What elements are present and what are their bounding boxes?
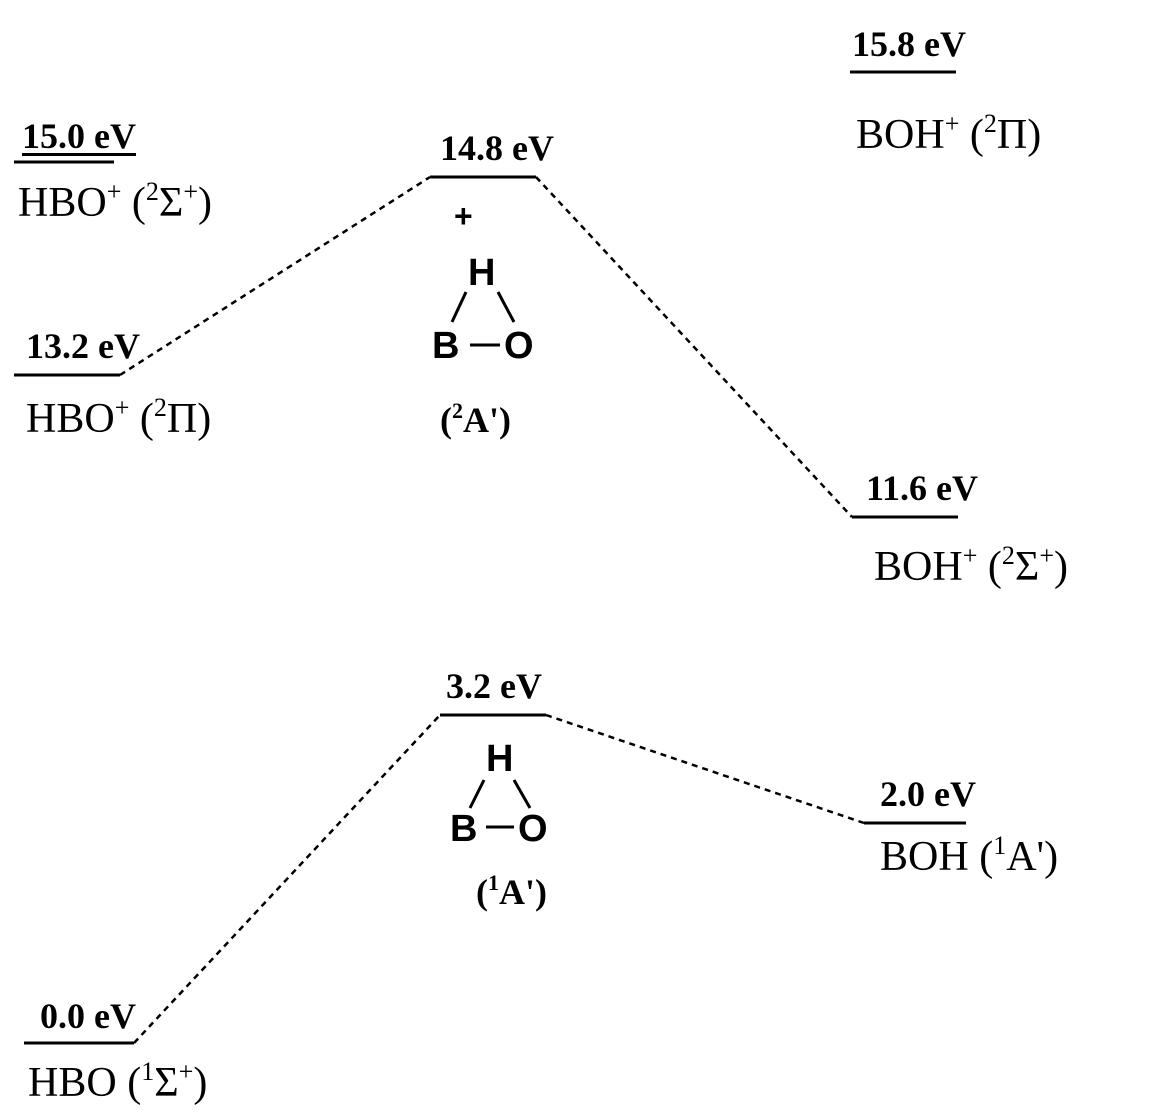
state-label-hbo-plus-sigma: HBO+ (2Σ+) xyxy=(18,177,212,226)
energy-label-boh: 2.0 eV xyxy=(880,774,976,814)
energy-label-boh-plus-pi: 15.8 eV xyxy=(852,24,966,64)
bond-h-o-neutral xyxy=(512,779,532,809)
atom-o-neutral: O xyxy=(518,808,548,850)
energy-label-hbo-plus-sigma: 15.0 eV xyxy=(22,116,136,156)
ts-neutral-state-label: (1A') xyxy=(476,870,547,912)
energy-label-boh-plus-sigma: 11.6 eV xyxy=(866,468,978,508)
bond-h-b-neutral xyxy=(468,779,486,809)
connector-ts-to-boh xyxy=(545,713,865,825)
state-label-boh: BOH (1A') xyxy=(880,831,1059,880)
energy-label-ts-neutral: 3.2 eV xyxy=(446,666,542,706)
state-label-boh-plus-sigma: BOH+ (2Σ+) xyxy=(874,541,1068,590)
bond-h-b-cation xyxy=(450,291,468,323)
connector-ts-to-boh-plus-sigma xyxy=(535,176,853,518)
energy-label-hbo-plus-pi: 13.2 eV xyxy=(26,326,140,366)
state-label-hbo: HBO (1Σ+) xyxy=(28,1057,208,1106)
atom-h-neutral: H xyxy=(486,738,514,780)
atom-b-neutral: B xyxy=(450,808,478,850)
bond-h-o-cation xyxy=(496,291,516,323)
state-label-boh-plus-pi: BOH+ (2Π) xyxy=(856,109,1042,158)
energy-label-hbo: 0.0 eV xyxy=(40,996,136,1036)
state-label-hbo-plus-pi: HBO+ (2Π) xyxy=(26,393,212,442)
ts-cation-charge: + xyxy=(454,198,473,234)
atom-b-cation: B xyxy=(432,325,460,367)
atom-o-cation: O xyxy=(504,325,534,367)
ts-cation-state-label: (2A') xyxy=(440,398,511,440)
energy-label-ts-cation: 14.8 eV xyxy=(440,128,554,168)
connector-hbo-to-ts xyxy=(133,714,441,1044)
atom-h-cation: H xyxy=(468,252,496,294)
